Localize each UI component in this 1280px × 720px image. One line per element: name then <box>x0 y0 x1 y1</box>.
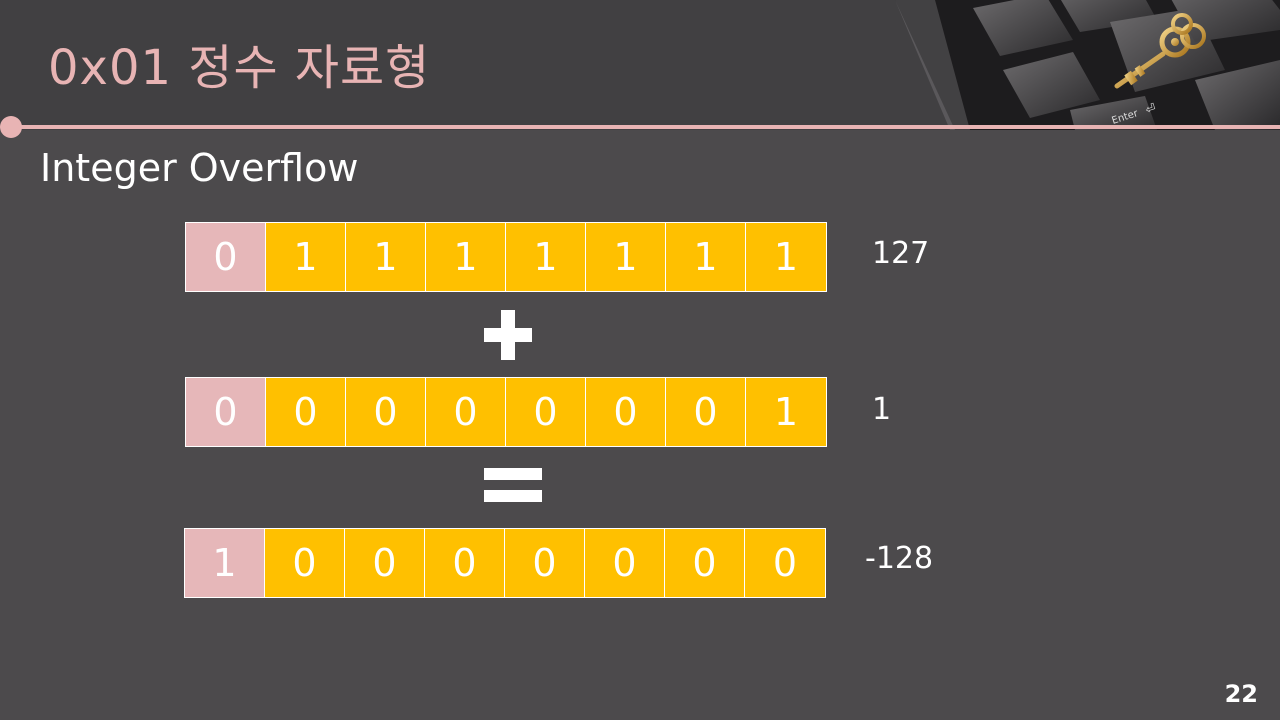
row-value-label: -128 <box>865 541 934 576</box>
keycaps <box>973 0 1280 130</box>
bit-cell: 0 <box>505 529 585 597</box>
slide-title: 0x01 정수 자료형 <box>48 40 431 96</box>
header-rule <box>10 125 1280 129</box>
slide-subtitle: Integer Overflow <box>40 146 359 190</box>
bit-cell: 0 <box>345 529 425 597</box>
equals-sign-icon <box>484 468 542 502</box>
bit-cell: 0 <box>586 378 666 446</box>
bit-cell: 1 <box>746 223 826 291</box>
bit-cell: 0 <box>666 378 746 446</box>
sign-bit-cell: 0 <box>186 223 266 291</box>
bit-cell: 0 <box>585 529 665 597</box>
bit-row-minus-128: 1 0 0 0 0 0 0 0 <box>184 528 826 598</box>
bit-cell: 1 <box>586 223 666 291</box>
bit-cell: 1 <box>426 223 506 291</box>
bit-cell: 1 <box>266 223 346 291</box>
row-value-label: 127 <box>872 236 930 271</box>
bit-row-127: 0 1 1 1 1 1 1 1 <box>185 222 827 292</box>
bit-cell: 0 <box>426 378 506 446</box>
bit-cell: 0 <box>266 378 346 446</box>
bit-cell: 0 <box>665 529 745 597</box>
bit-cell: 1 <box>346 223 426 291</box>
bit-row-1: 0 0 0 0 0 0 0 1 <box>185 377 827 447</box>
sign-bit-cell: 0 <box>186 378 266 446</box>
sign-bit-cell: 1 <box>185 529 265 597</box>
golden-key-icon <box>1114 13 1206 89</box>
bit-cell: 0 <box>745 529 825 597</box>
bit-cell: 0 <box>346 378 426 446</box>
bit-cell: 0 <box>506 378 586 446</box>
enter-arrow-icon: ⏎ <box>1144 100 1158 116</box>
bit-cell: 1 <box>506 223 586 291</box>
plus-sign-icon <box>484 310 532 360</box>
bit-cell: 0 <box>425 529 505 597</box>
page-number: 22 <box>1224 680 1258 708</box>
keyboard-key-photo: Enter ⏎ <box>895 0 1280 130</box>
bit-cell: 1 <box>746 378 826 446</box>
bit-cell: 1 <box>666 223 746 291</box>
bit-cell: 0 <box>265 529 345 597</box>
row-value-label: 1 <box>872 392 892 427</box>
